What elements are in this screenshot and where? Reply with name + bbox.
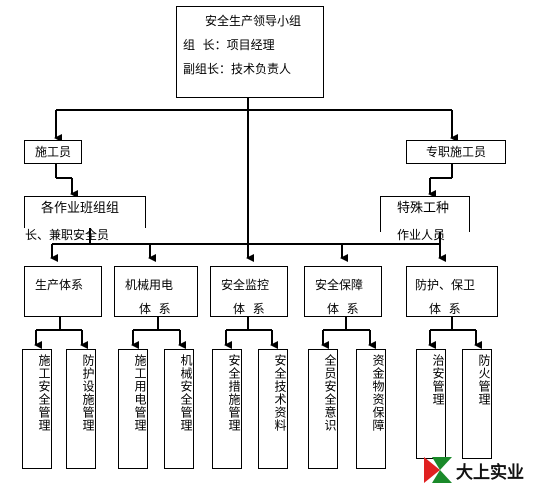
leaf-safety-awareness: 全员安全意识 — [308, 349, 338, 469]
node-special-workers-line2: 作业人员 — [397, 228, 446, 242]
company-logo-icon — [424, 457, 452, 483]
leaf-electricity: 施工用电管理 — [118, 349, 148, 469]
top-node-title: 安全生产领导小组 — [204, 14, 301, 28]
leaf-safety-awareness-label: 全员安全意识 — [323, 354, 337, 432]
leaf-funds-materials: 资金物资保障 — [356, 349, 386, 469]
company-logo-text: 大上实业 — [456, 463, 524, 483]
node-system-machinery: 机械用电 体 系 — [114, 266, 198, 317]
leaf-protection-facilities-label: 防护设施管理 — [81, 354, 95, 432]
node-team-leaders: 各作业班组组 长、兼职安全员 — [24, 196, 146, 242]
node-system-guarantee-line2: 体 系 — [327, 302, 359, 316]
top-node-leader: 组 长：项目经理 — [183, 38, 275, 52]
leaf-construction-safety: 施工安全管理 — [22, 349, 52, 469]
leaf-security: 治安管理 — [416, 349, 446, 459]
node-system-monitoring-line2: 体 系 — [233, 302, 265, 316]
node-construction-worker-label: 施工员 — [34, 145, 71, 159]
node-system-protection-line2: 体 系 — [429, 302, 461, 316]
leaf-technical-documents-label: 安全技术资料 — [273, 354, 287, 432]
node-system-machinery-line2: 体 系 — [139, 302, 171, 316]
leaf-safety-measures: 安全措施管理 — [212, 349, 242, 469]
leaf-protection-facilities: 防护设施管理 — [66, 349, 96, 469]
top-node-vice: 副组长：技术负责人 — [183, 62, 292, 76]
top-node-leadership-group: 安全生产领导小组 组 长：项目经理 副组长：技术负责人 — [176, 6, 324, 98]
node-system-production-label: 生产体系 — [35, 278, 84, 292]
node-system-monitoring-line1: 安全监控 — [221, 278, 270, 292]
node-system-protection-line1: 防护、保卫 — [415, 278, 476, 292]
leaf-machinery-safety: 机械安全管理 — [164, 349, 194, 469]
node-system-guarantee-line1: 安全保障 — [315, 278, 364, 292]
node-team-leaders-line1: 各作业班组组 — [41, 201, 120, 216]
node-system-machinery-line1: 机械用电 — [125, 278, 174, 292]
leaf-fire-prevention: 防火管理 — [462, 349, 492, 459]
leaf-security-label: 治安管理 — [431, 354, 445, 406]
node-fulltime-worker-label: 专职施工员 — [425, 145, 486, 159]
leaf-construction-safety-label: 施工安全管理 — [37, 354, 51, 432]
leaf-electricity-label: 施工用电管理 — [133, 354, 147, 432]
node-special-workers-line1: 特殊工种 — [397, 201, 450, 216]
node-system-guarantee: 安全保障 体 系 — [304, 266, 382, 317]
leaf-safety-measures-label: 安全措施管理 — [227, 354, 241, 432]
leaf-machinery-safety-label: 机械安全管理 — [179, 354, 193, 432]
node-system-protection: 防护、保卫 体 系 — [406, 266, 498, 317]
node-fulltime-worker: 专职施工员 — [406, 140, 506, 164]
leaf-technical-documents: 安全技术资料 — [258, 349, 288, 469]
leaf-funds-materials-label: 资金物资保障 — [371, 354, 385, 432]
node-system-monitoring: 安全监控 体 系 — [210, 266, 288, 317]
node-construction-worker: 施工员 — [24, 140, 82, 164]
node-team-leaders-line2: 长、兼职安全员 — [25, 228, 110, 242]
leaf-fire-prevention-label: 防火管理 — [477, 354, 491, 406]
node-special-workers: 特殊工种 作业人员 — [380, 196, 470, 242]
node-system-production: 生产体系 — [24, 266, 102, 317]
